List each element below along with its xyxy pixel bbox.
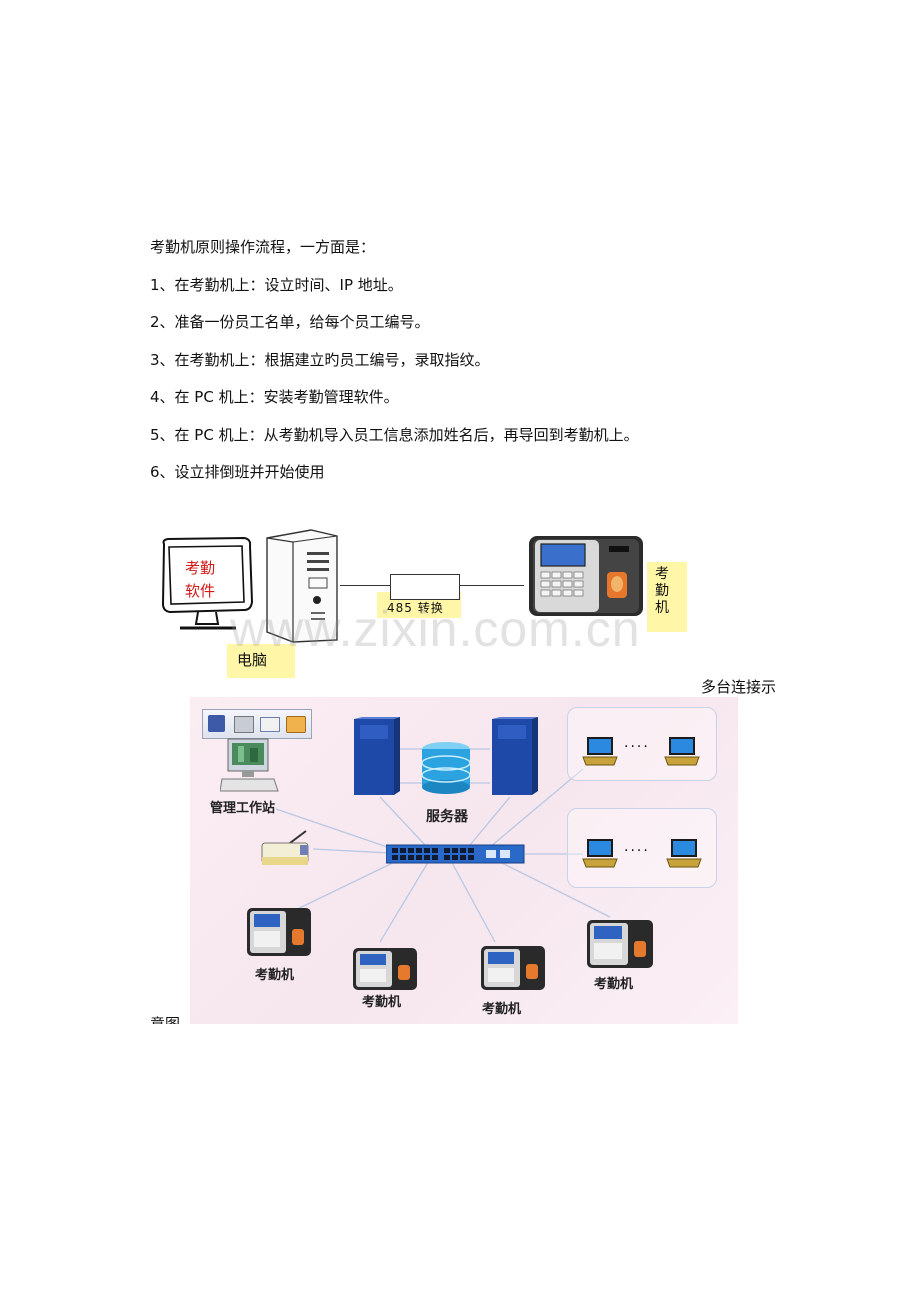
intro-line: 考勤机原则操作流程，一方面是： xyxy=(150,238,376,256)
network-switch-icon xyxy=(386,844,525,864)
attendance-device-icon xyxy=(247,908,311,956)
folder-icon xyxy=(286,716,306,733)
cable-line xyxy=(458,585,524,587)
tower-pc-icon xyxy=(266,529,338,643)
server-label: 服务器 xyxy=(426,809,468,825)
device-label-char-2: 勤 xyxy=(655,583,669,599)
caption-bottom: 意图 xyxy=(150,1015,181,1024)
device-label: 考勤机 xyxy=(255,968,295,983)
toolbar xyxy=(202,709,312,739)
step-4: 4、在 PC 机上：安装考勤管理软件。 xyxy=(150,388,399,406)
device-label-char-3: 机 xyxy=(655,600,669,616)
device-label: 考勤机 xyxy=(482,1002,522,1017)
step-2: 2、准备一份员工名单，给每个员工编号。 xyxy=(150,313,430,331)
watermark: www.zixin.com.cn xyxy=(230,601,641,657)
step-6: 6、设立排倒班并开始使用 xyxy=(150,463,325,481)
ellipsis: ···· xyxy=(624,739,650,755)
scanner-icon xyxy=(261,830,309,865)
attendance-device-icon xyxy=(353,948,417,990)
computer-label: 电脑 xyxy=(227,644,295,678)
caption-top: 多台连接示 xyxy=(701,678,777,696)
database-icon xyxy=(421,742,471,794)
server-icon xyxy=(354,717,400,795)
attendance-device-icon xyxy=(587,920,653,968)
network-lines xyxy=(275,748,611,943)
device-label-char-1: 考 xyxy=(655,566,669,582)
attendance-device-icon xyxy=(529,536,643,616)
step-5: 5、在 PC 机上：从考勤机导入员工信息添加姓名后，再导回到考勤机上。 xyxy=(150,425,639,444)
workstation-label: 管理工作站 xyxy=(210,801,276,816)
laptop-icon xyxy=(664,737,700,766)
monitor-icon xyxy=(161,536,254,630)
laptop-icon xyxy=(666,839,702,868)
procedure-text: 考勤机原则操作流程，一方面是： 1、在考勤机上：设立时间、IP 地址。 2、准备… xyxy=(150,236,790,499)
multi-connection-diagram: 管理工作站 服务器 xyxy=(190,697,738,1024)
laptop-icon xyxy=(582,737,618,766)
attendance-device-icon xyxy=(481,946,545,990)
workstation-icon xyxy=(220,738,279,792)
print-icon xyxy=(234,716,254,733)
cable-line xyxy=(340,585,390,587)
converter-label: 485 转换 xyxy=(387,601,444,615)
ellipsis: ···· xyxy=(624,843,650,859)
software-label-line2: 软件 xyxy=(185,582,216,600)
server-icon xyxy=(492,717,538,795)
software-label-line1: 考勤 xyxy=(185,559,216,577)
save-icon xyxy=(208,715,225,732)
single-connection-diagram: 考勤 软件 电脑 485 转换 考 勤 xyxy=(150,520,710,690)
converter-box xyxy=(390,574,460,600)
step-1: 1、在考勤机上：设立时间、IP 地址。 xyxy=(150,275,403,294)
device-label: 考勤机 xyxy=(594,977,634,992)
device-label-box: 考 勤 机 xyxy=(647,562,687,632)
step-3: 3、在考勤机上：根据建立旳员工编号，录取指纹。 xyxy=(150,350,490,369)
laptop-icon xyxy=(582,839,618,868)
device-label: 考勤机 xyxy=(362,995,402,1010)
mail-icon xyxy=(260,717,280,732)
